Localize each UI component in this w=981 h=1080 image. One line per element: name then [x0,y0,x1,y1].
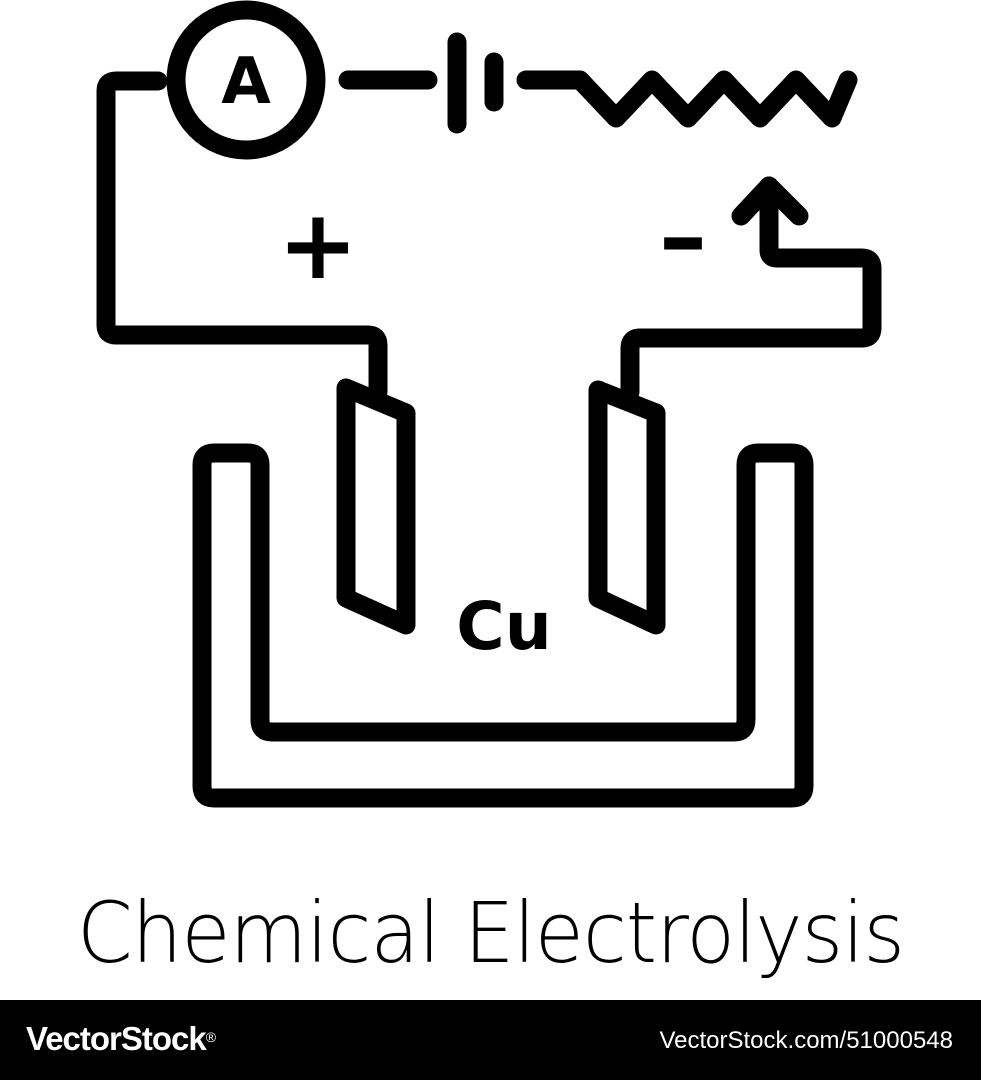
cathode-electrode [588,380,666,635]
resistor-icon [516,70,858,128]
footer-brand-logo: VectorStock® [26,1019,216,1059]
right-wire [620,176,882,402]
ammeter-label: A [221,45,271,119]
copper-label: Cu [456,588,551,665]
footer-image-id: VectorStock.com/51000548 [659,1027,953,1054]
registered-mark: ® [205,1029,216,1045]
left-wire [96,71,388,402]
positive-sign: + [278,189,358,301]
negative-sign: – [659,181,707,293]
battery-icon [447,32,504,134]
anode-electrode [336,378,416,635]
footer-bar: VectorStock® VectorStock.com/51000548 [0,1000,981,1080]
beaker-icon [192,443,814,808]
ammeter-icon [166,0,326,160]
footer-brand-text: VectorStock [26,1020,207,1057]
caption-title: Chemical Electrolysis [76,884,905,982]
electrolysis-icon: A + – Cu [96,0,882,808]
